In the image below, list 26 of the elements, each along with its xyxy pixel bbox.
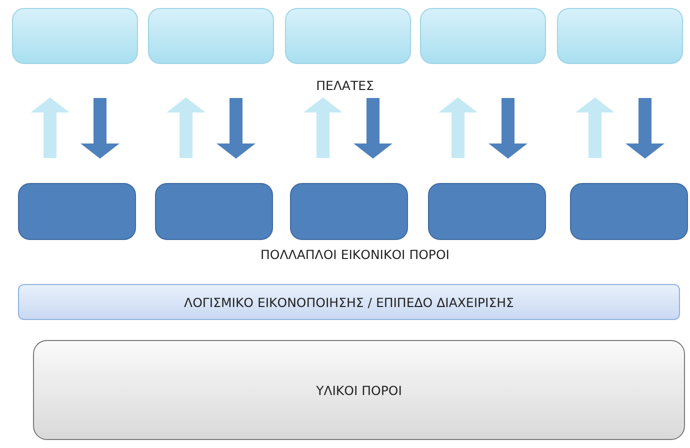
- virtual-resource-box: [155, 183, 273, 240]
- layer-band: [18, 284, 680, 320]
- block-arrow: [576, 97, 614, 158]
- block-arrow: [216, 98, 256, 159]
- layer-label: ΠΕΛΑΤΕΣ: [316, 78, 374, 93]
- layer-label: ΠΟΛΛΑΠΛΟΙ ΕΙΚΟΝΙΚΟΙ ΠΟΡΟΙ: [260, 247, 450, 262]
- node-text: ΥΛΙΚΟΙ ΠΟΡΟΙ: [316, 382, 402, 398]
- block-arrow: [166, 97, 206, 158]
- block-arrow: [488, 98, 528, 159]
- node-text: ΛΟΓΙΣΜΙΚΟ ΕΙΚΟΝΟΠΟΙΗΣΗΣ / ΕΠΙΠΕΔΟ ΔΙΑΧΕΙΡΙΣΗΣ: [184, 294, 514, 310]
- virtual-resource-box: [290, 183, 408, 240]
- block-arrow: [304, 97, 342, 158]
- virtual-resource-box: [570, 183, 688, 240]
- client-box: [148, 8, 274, 64]
- hardware-panel: [33, 340, 685, 440]
- block-arrow: [30, 97, 70, 158]
- client-box: [12, 8, 138, 64]
- client-box: [420, 8, 546, 64]
- block-arrow: [80, 98, 120, 159]
- client-box: [557, 8, 683, 64]
- client-box: [285, 8, 411, 64]
- block-arrow: [438, 97, 478, 158]
- block-arrow: [626, 98, 664, 159]
- block-arrow: [354, 98, 392, 159]
- virtual-resource-box: [428, 183, 546, 240]
- virtual-resource-box: [18, 183, 136, 240]
